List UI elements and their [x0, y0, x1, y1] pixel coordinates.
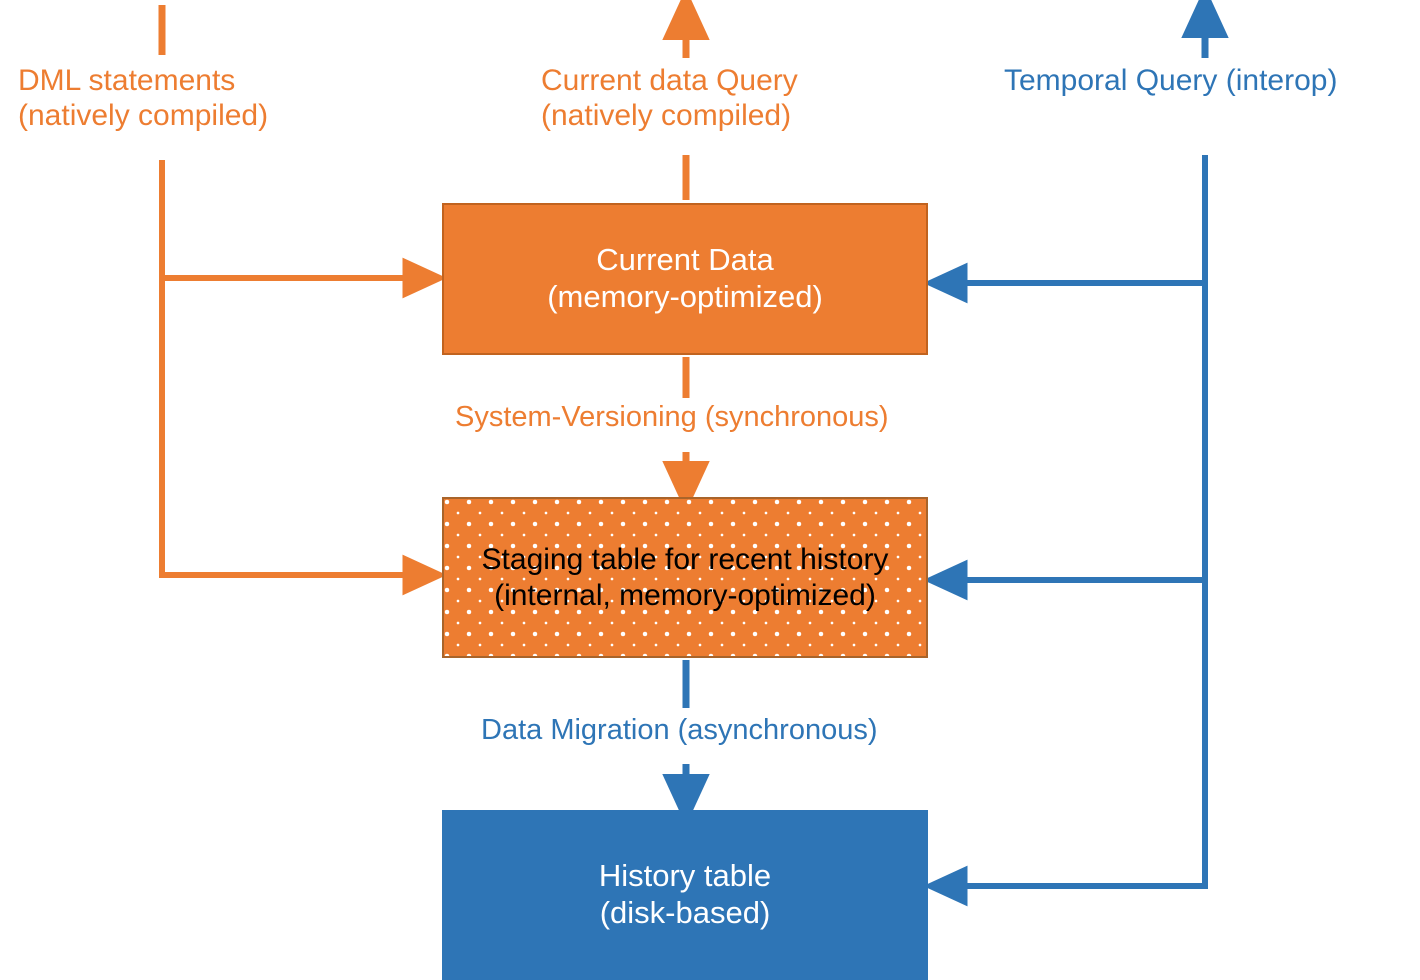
edge-label-current-data-query: Current data Query (natively compiled)	[541, 64, 798, 132]
connector-dml-to-staging-table	[159, 278, 447, 596]
connector-temporal-query-to-history-table	[923, 580, 1208, 907]
node-current-data-label: Current Data (memory-optimized)	[547, 242, 823, 314]
edge-label-temporal-query: Temporal Query (interop)	[1004, 64, 1338, 97]
node-staging-table[interactable]: Staging table for recent history (intern…	[442, 497, 928, 658]
edge-label-dml-statements: DML statements (natively compiled)	[18, 64, 269, 132]
node-history-table[interactable]: History table (disk-based)	[442, 810, 928, 980]
node-history-table-label: History table (disk-based)	[598, 858, 772, 930]
connector-temporal-query-to-staging-table	[923, 283, 1208, 601]
connector-temporal-query-to-current-data	[923, 155, 1208, 304]
connector-dml-to-current-data	[159, 160, 447, 299]
edge-label-system-versioning: System-Versioning (synchronous)	[455, 401, 889, 433]
node-staging-table-label: Staging table for recent history (intern…	[481, 543, 889, 612]
edge-label-data-migration: Data Migration (asynchronous)	[481, 714, 878, 746]
node-current-data[interactable]: Current Data (memory-optimized)	[442, 203, 928, 355]
